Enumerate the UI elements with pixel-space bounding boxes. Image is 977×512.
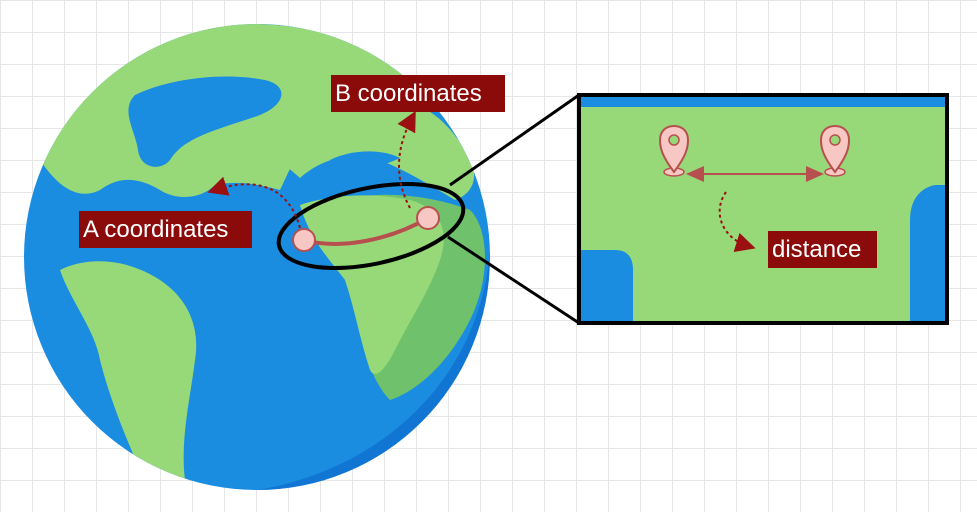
location-pin-icon (819, 124, 851, 177)
inland-sea (128, 76, 282, 167)
globe (24, 24, 490, 490)
zoom-water-right (910, 185, 947, 323)
zoom-land (579, 95, 947, 323)
continent-south-america (60, 261, 197, 490)
label-b-text: B coordinates (335, 80, 482, 107)
label-b: B coordinates (331, 75, 505, 112)
label-a-text: A coordinates (83, 216, 228, 243)
highlight-ellipse (276, 182, 466, 270)
zoom-connector-bottom (447, 235, 580, 325)
route-group (207, 110, 466, 270)
label-distance-text: distance (772, 236, 861, 263)
arrow-to-distance-label (718, 191, 756, 253)
zoom-water-top (579, 95, 947, 107)
zoom-water-left (579, 250, 633, 323)
arrow-to-a-label (207, 176, 301, 229)
europe-bay (330, 151, 400, 171)
label-distance: distance (768, 231, 877, 268)
route-line (303, 216, 430, 246)
continent-africa (300, 195, 444, 374)
zoom-panel (577, 93, 949, 325)
continent-europe (285, 99, 475, 200)
zoom-connector-top (449, 93, 580, 187)
location-pin-icon (658, 124, 690, 177)
zoom-frame (577, 93, 949, 325)
label-a: A coordinates (79, 211, 252, 248)
point-a-marker (292, 228, 316, 252)
point-b-marker (416, 206, 440, 230)
